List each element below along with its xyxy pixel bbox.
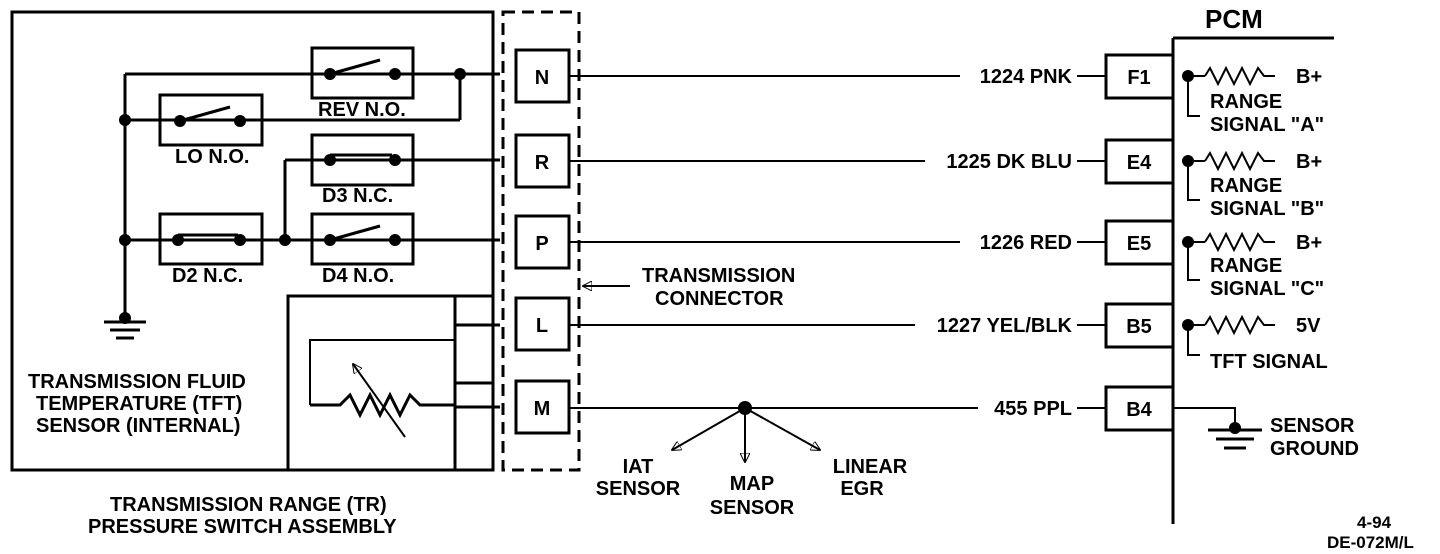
pcm-pin-b4: B4 [1126, 399, 1152, 421]
assembly-ground-icon [104, 310, 146, 340]
switch-rev-label: REV N.O. [318, 99, 406, 121]
footer-code: DE-072M/L [1327, 533, 1414, 552]
pcm-pin-e5: E5 [1127, 233, 1151, 255]
sensor-ground-icon [1208, 422, 1262, 450]
egr-label-line1: LINEAR [833, 456, 908, 478]
assembly-title-line1: TRANSMISSION RANGE (TR) [110, 494, 387, 516]
signal-a-line1: RANGE [1210, 91, 1282, 113]
pcm-internal-circuits [1173, 65, 1275, 428]
switch-d3 [310, 133, 415, 187]
assembly-title-line2: PRESSURE SWITCH ASSEMBLY [88, 516, 397, 538]
connector-label-line1: TRANSMISSION [642, 265, 795, 287]
wire-label-1225: 1225 DK BLU [946, 151, 1072, 173]
supply-label-1: B+ [1296, 66, 1322, 88]
pin-m: M [534, 398, 551, 420]
egr-label-line2: EGR [840, 478, 884, 500]
wire-label-1226: 1226 RED [980, 232, 1072, 254]
signal-c-line2: SIGNAL "C" [1210, 278, 1324, 300]
wire-label-1227: 1227 YEL/BLK [937, 315, 1073, 337]
switch-d4 [310, 212, 415, 266]
map-label-line1: MAP [730, 473, 774, 495]
pcm-pin-b5: B5 [1126, 316, 1152, 338]
switch-lo-label: LO N.O. [175, 146, 249, 168]
tft-label-line3: SENSOR (INTERNAL) [36, 415, 240, 437]
pin-p: P [535, 233, 548, 255]
iat-label-line1: IAT [623, 456, 654, 478]
supply-label-4: 5V [1296, 315, 1321, 337]
tft-signal-label: TFT SIGNAL [1210, 351, 1328, 373]
signal-b-line1: RANGE [1210, 175, 1282, 197]
switch-d2-label: D2 N.C. [172, 265, 243, 287]
sensor-ground-line1: SENSOR [1270, 415, 1355, 437]
switch-d2 [158, 212, 264, 266]
footer-date: 4-94 [1357, 513, 1392, 532]
tft-sensor [286, 294, 500, 472]
switch-rev [310, 46, 415, 100]
tft-label-line1: TRANSMISSION FLUID [28, 371, 246, 393]
pcm-title: PCM [1205, 4, 1263, 34]
sensor-ground-line2: GROUND [1270, 438, 1359, 460]
junction-dots [119, 68, 466, 246]
supply-label-3: B+ [1296, 232, 1322, 254]
signal-a-line2: SIGNAL "A" [1210, 114, 1324, 136]
sensor-branch [672, 401, 820, 462]
switch-d4-label: D4 N.O. [322, 265, 394, 287]
switch-d3-label: D3 N.C. [322, 185, 393, 207]
map-label-line2: SENSOR [710, 497, 795, 519]
switch-lo [158, 93, 264, 147]
pin-n: N [535, 67, 549, 89]
signal-b-line2: SIGNAL "B" [1210, 198, 1324, 220]
iat-label-line2: SENSOR [596, 478, 681, 500]
pcm-pin-e4: E4 [1127, 152, 1152, 174]
wire-label-455: 455 PPL [994, 398, 1072, 420]
tft-label-line2: TEMPERATURE (TFT) [36, 393, 242, 415]
supply-label-2: B+ [1296, 151, 1322, 173]
pcm-pin-f1: F1 [1127, 67, 1150, 89]
wires [569, 75, 1106, 409]
wire-label-1224: 1224 PNK [980, 66, 1073, 88]
pin-r: R [535, 152, 550, 174]
signal-c-line1: RANGE [1210, 255, 1282, 277]
connector-label-line2: CONNECTOR [655, 288, 784, 310]
pin-l: L [536, 315, 548, 337]
